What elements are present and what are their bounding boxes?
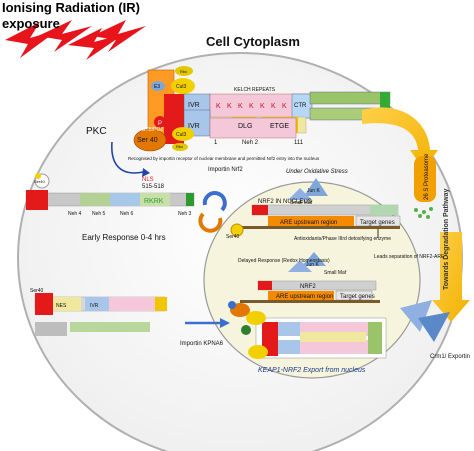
- nls-range: 515-518: [142, 184, 165, 190]
- are-box: [268, 216, 354, 226]
- header-title-1: Ionising Radiation (IR): [2, 0, 140, 15]
- lysine-k-label: K: [260, 103, 265, 110]
- lysine-k-label: K: [271, 103, 276, 110]
- neh3-label: Neh 3: [178, 211, 192, 217]
- delayed-label: Delayed Response (Redox Homeostasis): [238, 258, 330, 264]
- are-label: ARE upstream region: [280, 220, 337, 226]
- ctr-label-top: CTR: [294, 103, 307, 109]
- lightning-icon: [38, 20, 92, 52]
- cul3-top: [171, 78, 195, 94]
- rbx-bottom-text: Rbx: [176, 144, 183, 149]
- cul3-top-text: Cul3: [176, 84, 187, 90]
- lightning-icon: [5, 22, 58, 58]
- target-label: Target genes: [360, 220, 395, 226]
- leads-label: Leads separation of NRF2-ARE: [374, 254, 445, 260]
- proteasome-block: [414, 156, 436, 202]
- export-label: KEAP1-NRF2 Export from nucleus: [258, 367, 366, 374]
- green-dots: [414, 207, 433, 219]
- etge-label: ETGE: [270, 123, 289, 130]
- left-protein: [34, 293, 167, 336]
- e3-text: E3: [154, 84, 160, 90]
- ser40-small: Ser40: [34, 179, 45, 184]
- cytoplasm-title: Cell Cytoplasm: [206, 34, 300, 49]
- p-label: P: [158, 121, 162, 127]
- jun-triangle: [304, 178, 328, 196]
- rbx-label-top: [175, 66, 193, 76]
- ser40-nucleus: Ser40: [226, 234, 240, 240]
- maf-triangle: [288, 188, 312, 200]
- lightning-icon: [68, 28, 124, 60]
- jun-label: Jun K: [307, 188, 320, 194]
- nucleus-content: [228, 178, 401, 359]
- early-response-label: Early Response 0-4 hrs: [82, 233, 166, 242]
- ivr-label-top: IVR: [188, 102, 200, 109]
- neh2-start: 1: [214, 140, 218, 146]
- lysine-k-label: K: [249, 103, 254, 110]
- importin-swirl: [198, 191, 227, 233]
- nls-label: NLS: [142, 177, 154, 183]
- neh5-label: Neh 5: [92, 211, 106, 217]
- header-title-2: exposure: [2, 16, 60, 31]
- cul3-bottom: [172, 127, 194, 141]
- small-maf2-label: Small Maf: [324, 270, 347, 276]
- pkc-group: [111, 116, 167, 177]
- proteasome-label: 26 S Proteasome: [424, 153, 430, 200]
- lysine-k-label: K: [282, 103, 287, 110]
- nrf2-bar-2: [257, 280, 377, 291]
- nrf2-bar-label: NRF2: [300, 284, 316, 290]
- neh2-end: 111: [294, 140, 304, 146]
- pkc-arrow: [111, 141, 144, 174]
- importin-label: Importin Nrf2: [208, 167, 243, 173]
- pkc-label: PKC: [86, 126, 107, 137]
- degradation-label: Towards Degradation Pathway: [443, 189, 450, 290]
- btb-label-top: BTB/POZ: [142, 127, 163, 133]
- nrf2-nucleus-label: NRF2 IN NUCLEUS: [258, 199, 312, 205]
- antioxidants-label: Antioxidants/Phase IIIrd detoxifying enz…: [294, 236, 391, 242]
- lightning-icon: [92, 20, 146, 52]
- target2-label: Target genes: [340, 294, 375, 300]
- ser40-blob: [133, 128, 167, 152]
- are2-label: ARE upstream region: [276, 294, 333, 300]
- crm1-icon: [400, 300, 450, 342]
- are-box-2: [268, 291, 334, 300]
- small-maf-label: Small Maf: [290, 200, 313, 206]
- kelch-label: KELCH REPEATS: [234, 87, 276, 93]
- jun2-label: Jun K: [306, 262, 319, 268]
- ivr-label-bottom: IVR: [188, 123, 200, 130]
- crm1-label: Crm1/ Exportin: [430, 354, 470, 360]
- p-badge: [154, 116, 166, 128]
- import-note: Recognised by importin receptor of nucle…: [128, 156, 320, 161]
- nrf2-strip: [25, 190, 195, 210]
- rkrk-label: RKRK: [144, 198, 164, 205]
- keap1-top: [147, 66, 391, 151]
- left-ser40-label: Ser40: [30, 288, 44, 294]
- rbx-bottom: [172, 143, 188, 151]
- lysine-k-label: K: [238, 103, 243, 110]
- cul3-bottom-text: Cul3: [176, 132, 187, 138]
- lightning-icons: [5, 20, 146, 60]
- e3-top: [151, 81, 165, 91]
- dna-line: [240, 226, 400, 229]
- degradation-arrow: [362, 107, 470, 322]
- neh4-label: Neh 4: [68, 211, 82, 217]
- lysine-k-label: K: [216, 103, 221, 110]
- lysine-k-label: K: [227, 103, 232, 110]
- left-ivr-label: IVR: [90, 303, 99, 309]
- importin-kpna-label: Importin KPNA6: [180, 341, 224, 347]
- neh2-label: Neh 2: [242, 140, 259, 146]
- kelch-block-bottom: [209, 117, 297, 139]
- ser40-label: Ser 40: [137, 137, 158, 144]
- dlg-label: DLG: [238, 123, 252, 130]
- rbx-top-text: Rbx: [180, 69, 187, 74]
- oxidative-label: Under Oxidative Stress: [286, 169, 348, 175]
- left-nes-label: NES: [56, 303, 67, 309]
- nrf2-green-strip: [309, 91, 391, 105]
- neh6-label: Neh 6: [120, 211, 134, 217]
